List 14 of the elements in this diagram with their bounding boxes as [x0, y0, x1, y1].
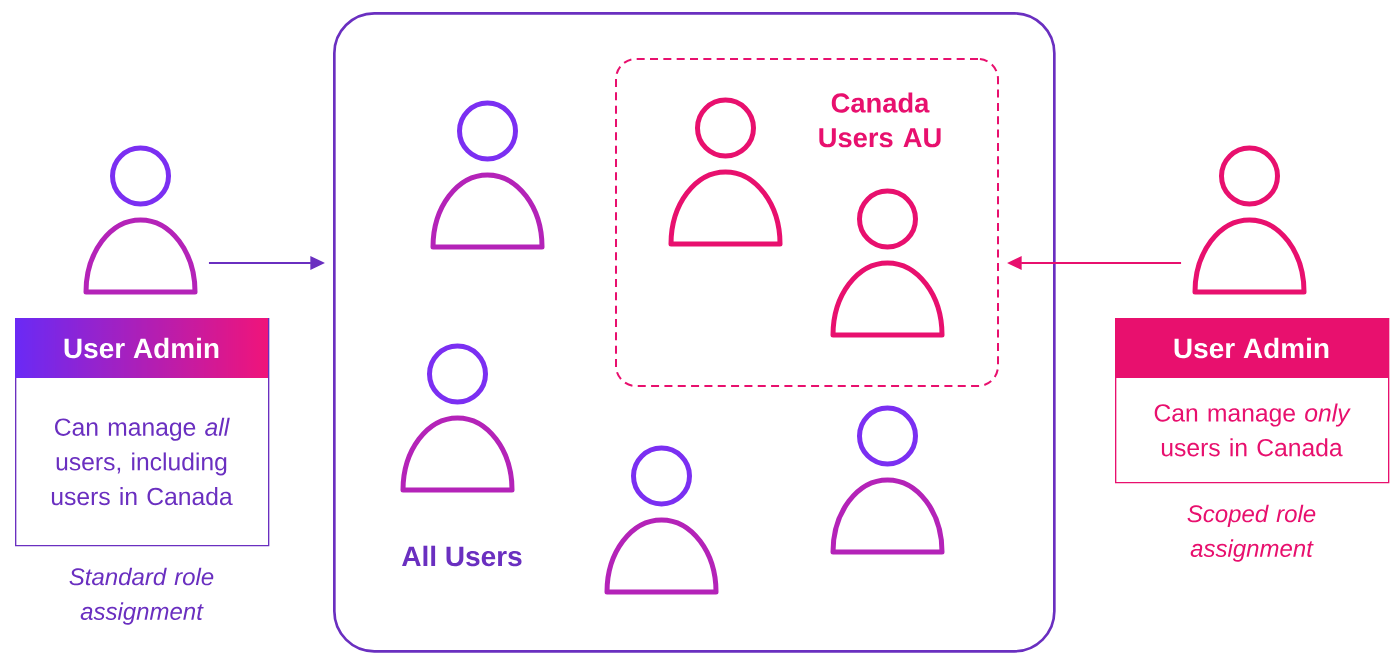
- group-label: All Users: [402, 545, 522, 567]
- caption-text: Scoped role assignment: [1187, 504, 1316, 562]
- person-icon: [668, 97, 783, 247]
- person-icon: [83, 145, 198, 295]
- group-label: Canada Users AU: [819, 92, 941, 148]
- person-icon: [1192, 145, 1307, 295]
- person-icon: [430, 100, 545, 250]
- role-card: User Admin Can manage only users in Canada: [1115, 318, 1390, 484]
- person-icon: [830, 188, 945, 338]
- role-card: User Admin Can manage all users, including users in Canada: [15, 318, 270, 547]
- person-icon: [604, 445, 719, 595]
- caption-text: Standard role assignment: [69, 567, 214, 625]
- person-icon: [830, 405, 945, 555]
- person-icon: [400, 343, 515, 493]
